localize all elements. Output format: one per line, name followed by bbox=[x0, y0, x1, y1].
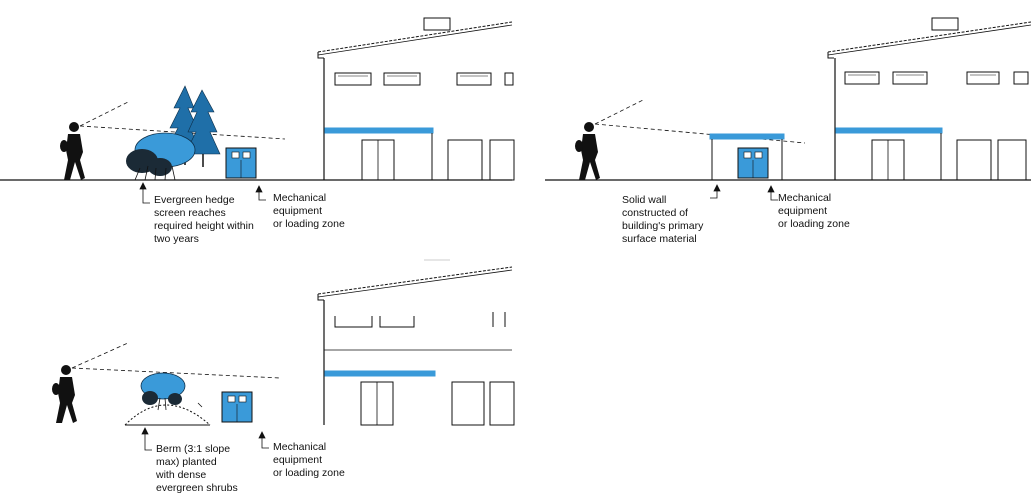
building bbox=[827, 17, 1031, 181]
berm-note: Berm (3:1 slope max) planted with dense … bbox=[156, 443, 238, 495]
sightline bbox=[594, 98, 646, 125]
note-line: screen reaches bbox=[154, 207, 226, 219]
sightline bbox=[71, 342, 129, 369]
note-line: equipment bbox=[273, 454, 323, 466]
note-line: two years bbox=[154, 233, 199, 245]
sightline bbox=[79, 100, 131, 127]
note-line: Berm (3:1 slope bbox=[156, 443, 231, 455]
building bbox=[317, 259, 515, 426]
note-line: equipment bbox=[778, 205, 828, 217]
panel-hedge bbox=[0, 17, 515, 204]
panel-wall bbox=[545, 17, 1031, 201]
sightline bbox=[594, 123, 806, 144]
equipment-note: Mechanical equipment or loading zone bbox=[273, 441, 345, 480]
note-line: building's primary bbox=[622, 220, 704, 232]
pedestrian-icon bbox=[575, 122, 600, 180]
note-line: Solid wall bbox=[622, 194, 667, 206]
mechanical-unit-icon bbox=[221, 391, 253, 423]
berm-mound bbox=[124, 404, 211, 426]
leader-arrow bbox=[141, 427, 269, 451]
awning bbox=[835, 127, 943, 134]
note-line: with dense bbox=[156, 469, 207, 481]
pedestrian-icon bbox=[52, 365, 77, 423]
awning bbox=[324, 127, 434, 134]
note-line: or loading zone bbox=[273, 218, 345, 230]
evergreen-shrub-icon bbox=[140, 372, 186, 411]
hedge-note: Evergreen hedge screen reaches required … bbox=[154, 194, 254, 246]
note-line: evergreen shrubs bbox=[156, 482, 238, 494]
note-line: surface material bbox=[622, 233, 697, 245]
leader-arrow bbox=[710, 184, 778, 201]
note-line: Evergreen hedge bbox=[154, 194, 235, 206]
mechanical-unit-icon bbox=[737, 147, 769, 179]
note-line: constructed of bbox=[622, 207, 688, 219]
note-line: or loading zone bbox=[273, 467, 345, 479]
note-line: equipment bbox=[273, 205, 323, 217]
equipment-note: Mechanical equipment or loading zone bbox=[778, 192, 850, 231]
note-line: Mechanical bbox=[778, 192, 832, 204]
hedge-shrub-icon bbox=[126, 132, 196, 181]
awning bbox=[324, 370, 436, 377]
equipment-note: Mechanical equipment or loading zone bbox=[273, 192, 345, 231]
screen-wall bbox=[709, 133, 785, 180]
sightline bbox=[79, 125, 286, 140]
panel-berm bbox=[52, 259, 515, 451]
pedestrian-icon bbox=[60, 122, 85, 180]
note-line: Mechanical bbox=[273, 441, 327, 453]
note-line: Mechanical bbox=[273, 192, 327, 204]
note-line: max) planted bbox=[156, 456, 217, 468]
note-line: or loading zone bbox=[778, 218, 850, 230]
wall-note: Solid wall constructed of building's pri… bbox=[622, 194, 703, 246]
note-line: required height within bbox=[154, 220, 254, 232]
mechanical-unit-icon bbox=[225, 147, 257, 179]
leader-arrow bbox=[139, 182, 266, 204]
building bbox=[317, 17, 515, 181]
